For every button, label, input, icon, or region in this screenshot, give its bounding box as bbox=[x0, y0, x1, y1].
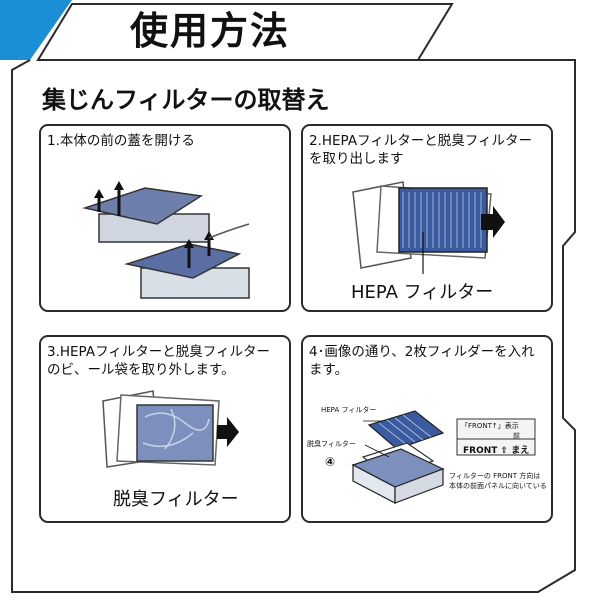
deodorizing-filter-label: 脱臭フィルター bbox=[113, 489, 239, 510]
accent-corner-icon bbox=[0, 0, 72, 60]
note-line-2: 本体の前面パネルに向いている bbox=[449, 482, 547, 490]
step-number-mark: ④ bbox=[325, 455, 336, 469]
filter-insert-illustration bbox=[351, 410, 536, 504]
step-card-3: 3.HEPAフィルターと脱臭フィルターのビ、ール袋を取り外します。 脱臭フィルタ… bbox=[39, 335, 291, 523]
insert-deodor-label: 脱臭フィルター bbox=[307, 440, 356, 448]
front-label-2: FRONT ⇧ まえ bbox=[463, 446, 530, 456]
step-4-text: 4･画像の通り、2枚フィルダーを入れます。 bbox=[309, 344, 535, 378]
bag-removal-illustration bbox=[102, 390, 239, 468]
step-card-2: 2.HEPAフィルターと脱臭フィルターを取り出します HEPA フィルター bbox=[301, 124, 553, 312]
front-mae-small: 前 bbox=[513, 432, 520, 440]
hepa-filter-label: HEPA フィルター bbox=[351, 282, 494, 303]
arrow-right-icon bbox=[217, 417, 239, 447]
open-lid-illustration bbox=[82, 181, 250, 299]
front-label-1: 「FRONT↑」表示 bbox=[461, 422, 519, 430]
page-title: 使用方法 bbox=[130, 9, 291, 53]
section-title: 集じんフィルターの取替え bbox=[42, 85, 330, 114]
step-2-text: 2.HEPAフィルターと脱臭フィルターを取り出します bbox=[309, 133, 533, 167]
step-card-4: 4･画像の通り、2枚フィルダーを入れます。 HEPA フィルター 脱臭フィルター… bbox=[301, 335, 553, 523]
arrow-right-icon bbox=[481, 206, 505, 238]
filter-removal-illustration bbox=[352, 181, 505, 274]
step-card-1: 1.本体の前の蓋を開ける bbox=[39, 124, 291, 312]
frame-outline bbox=[11, 59, 576, 593]
step-3-text: 3.HEPAフィルターと脱臭フィルターのビ、ール袋を取り外します。 bbox=[47, 344, 271, 378]
note-line-1: フィルターの FRONT 方向は bbox=[449, 472, 541, 480]
step-1-text: 1.本体の前の蓋を開ける bbox=[47, 133, 195, 149]
insert-hepa-label: HEPA フィルター bbox=[321, 406, 377, 414]
